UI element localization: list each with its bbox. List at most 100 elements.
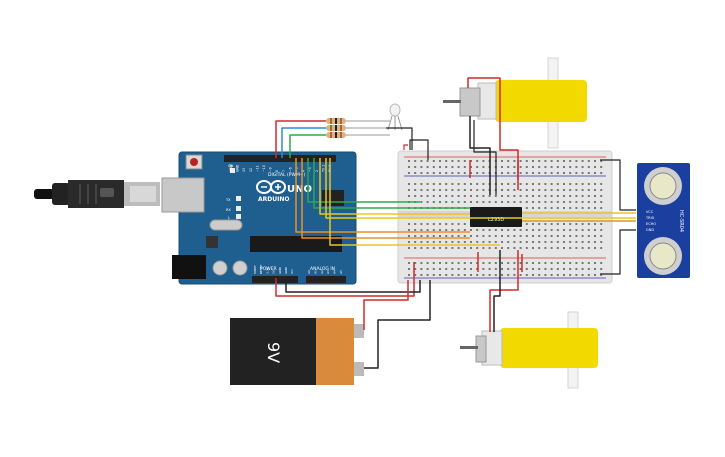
breadboard-hole: [575, 172, 578, 174]
breadboard-hole: [575, 268, 578, 270]
breadboard-hole: [550, 235, 553, 237]
breadboard-hole: [501, 274, 503, 276]
breadboard-hole: [587, 195, 590, 197]
breadboard-hole: [519, 172, 522, 174]
breadboard-hole: [519, 235, 522, 237]
breadboard-hole: [550, 247, 553, 249]
breadboard-hole: [439, 241, 441, 243]
breadboard-hole: [494, 201, 497, 203]
breadboard-hole: [476, 201, 479, 203]
breadboard-hole: [544, 274, 547, 276]
breadboard-hole: [513, 262, 516, 264]
breadboard-hole: [426, 183, 429, 185]
breadboard-hole: [513, 229, 516, 231]
breadboard-hole: [488, 262, 491, 264]
breadboard-hole: [426, 274, 429, 276]
breadboard-hole: [581, 247, 584, 249]
breadboard-hole: [575, 195, 578, 197]
breadboard-hole: [532, 160, 534, 162]
breadboard-hole: [525, 262, 528, 264]
breadboard-hole: [544, 172, 547, 174]
breadboard-hole: [501, 229, 503, 231]
breadboard-hole: [532, 268, 534, 270]
breadboard-hole: [482, 229, 485, 231]
breadboard-hole: [457, 262, 460, 264]
wire-orange-1: [295, 158, 470, 233]
breadboard-hole: [563, 166, 565, 168]
breadboard-hole: [594, 189, 596, 191]
breadboard-hole: [414, 262, 417, 264]
breadboard-hole: [544, 241, 547, 243]
breadboard-hole: [439, 183, 441, 185]
breadboard-hole: [432, 183, 435, 185]
breadboard-hole: [519, 189, 522, 191]
breadboard-hole: [594, 241, 596, 243]
breadboard-hole: [488, 274, 491, 276]
breadboard-hole: [594, 262, 596, 264]
breadboard-hole: [507, 183, 510, 185]
breadboard-hole: [600, 160, 603, 162]
breadboard-hole: [581, 207, 584, 209]
breadboard-hole: [445, 172, 448, 174]
breadboard-hole: [556, 172, 559, 174]
breadboard-hole: [587, 160, 590, 162]
breadboard-hole: [519, 201, 522, 203]
breadboard-hole: [414, 166, 417, 168]
breadboard-hole: [420, 160, 423, 162]
breadboard-hole: [507, 262, 510, 264]
breadboard-hole: [513, 268, 516, 270]
breadboard-hole: [569, 166, 572, 168]
breadboard-hole: [482, 235, 485, 237]
breadboard-hole: [470, 189, 472, 191]
usb-cable: [34, 180, 160, 208]
breadboard-hole: [408, 262, 410, 264]
breadboard-hole: [408, 160, 410, 162]
breadboard-hole: [550, 262, 553, 264]
breadboard-hole: [575, 189, 578, 191]
breadboard-hole: [476, 195, 479, 197]
breadboard-hole: [432, 247, 435, 249]
breadboard-hole: [408, 172, 410, 174]
breadboard-hole: [563, 241, 565, 243]
breadboard-hole: [482, 195, 485, 197]
breadboard-hole: [544, 201, 547, 203]
breadboard-hole: [445, 229, 448, 231]
breadboard-hole: [451, 235, 454, 237]
rgb-led: [387, 103, 403, 131]
breadboard-hole: [538, 268, 541, 270]
breadboard-hole: [538, 229, 541, 231]
breadboard-hole: [494, 274, 497, 276]
breadboard-hole: [550, 201, 553, 203]
analog-pin-label: A2: [320, 270, 324, 274]
power-pin-label: 3.3V: [265, 266, 269, 274]
breadboard-hole: [600, 201, 603, 203]
breadboard-hole: [538, 207, 541, 209]
breadboard-hole: [494, 262, 497, 264]
breadboard-hole: [513, 189, 516, 191]
breadboard-hole: [569, 262, 572, 264]
breadboard-hole: [439, 262, 441, 264]
breadboard-hole: [519, 268, 522, 270]
breadboard-hole: [507, 195, 510, 197]
breadboard-hole: [445, 166, 448, 168]
breadboard-hole: [600, 189, 603, 191]
breadboard-hole: [476, 189, 479, 191]
wire-motor-top-red: [467, 77, 519, 190]
digital-pin-label: ~11: [255, 165, 259, 172]
breadboard-hole: [501, 183, 503, 185]
breadboard-hole: [538, 195, 541, 197]
breadboard-hole: [544, 195, 547, 197]
breadboard-hole: [575, 223, 578, 225]
breadboard-hole: [575, 274, 578, 276]
breadboard-hole: [463, 201, 466, 203]
breadboard-hole: [569, 274, 572, 276]
breadboard-hole: [476, 262, 479, 264]
digital-pin-label: 13: [242, 168, 246, 172]
breadboard-hole: [451, 223, 454, 225]
sensor-model-label: HC-SR04: [678, 210, 684, 232]
wire-black-rail: [409, 139, 429, 160]
breadboard-hole: [457, 235, 460, 237]
digital-pin-label: ~9: [269, 167, 273, 172]
